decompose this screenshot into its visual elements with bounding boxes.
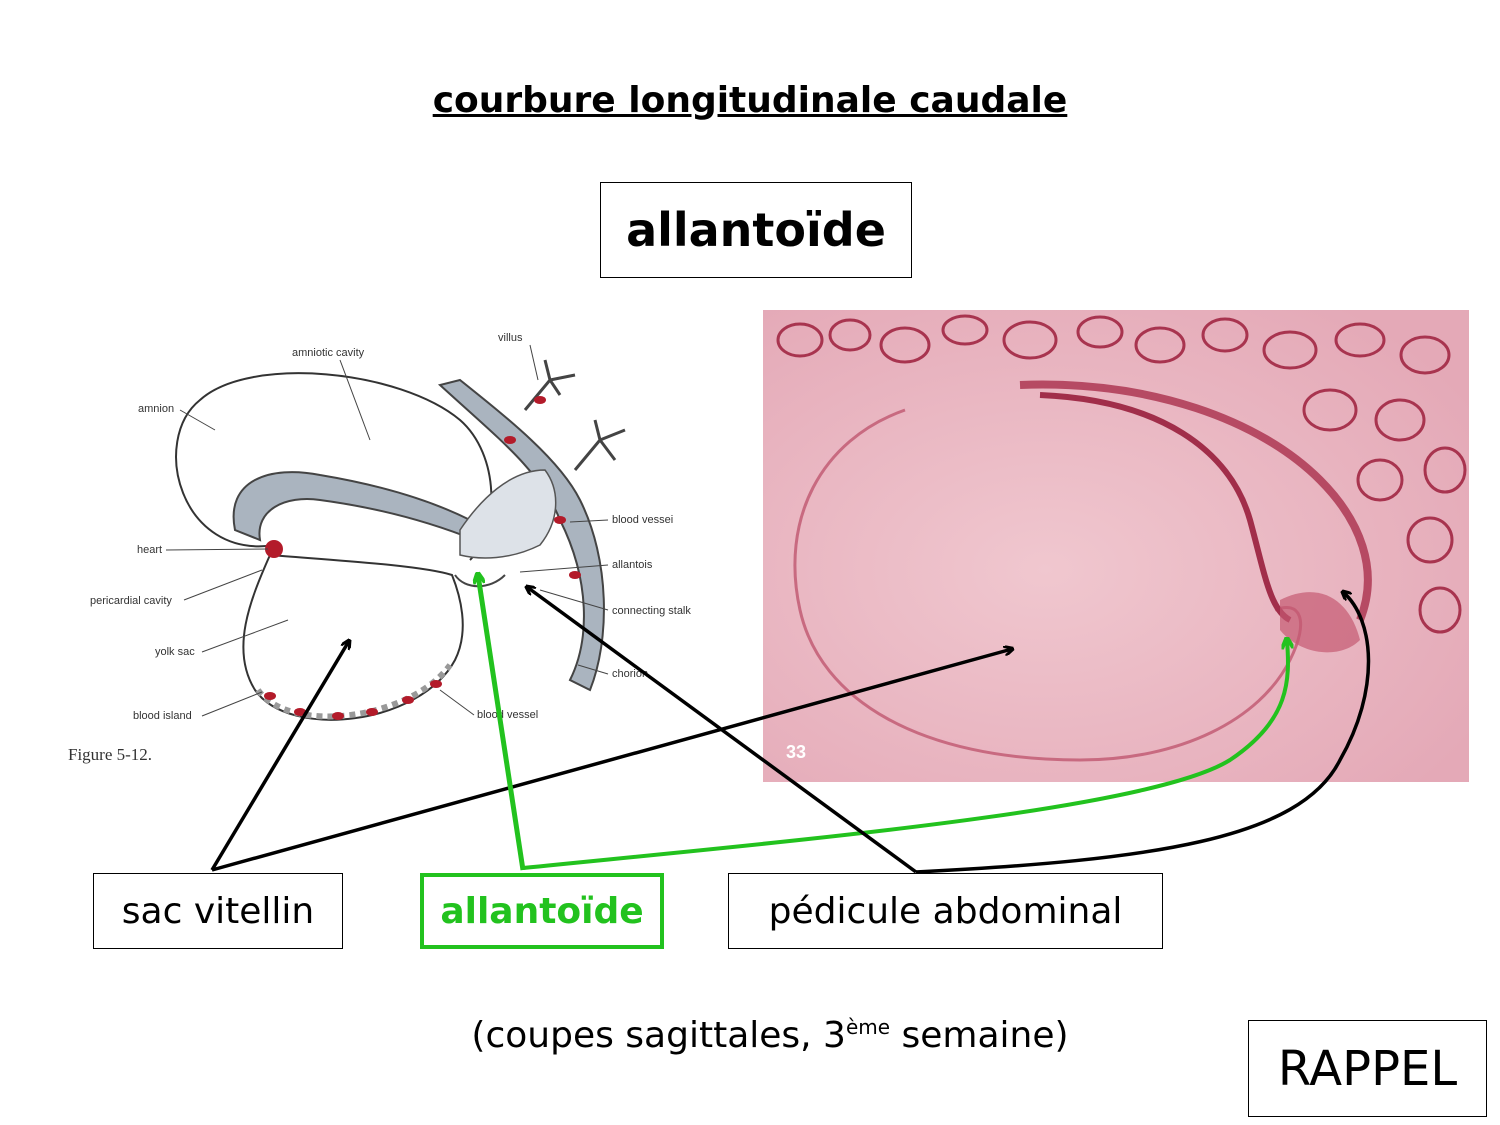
caption-superscript: ème: [845, 1015, 891, 1039]
stalk-tissue: [1280, 592, 1360, 653]
villus-vessel: [504, 436, 516, 444]
yolk-sac: [242, 553, 464, 721]
label-blood-vessel-lower: blood vessel: [477, 709, 538, 721]
villi-sections: [776, 314, 1467, 634]
chorionic-plate: [1019, 380, 1372, 622]
label-heart: heart: [137, 544, 162, 556]
arrow-allantoide-drawing: [478, 575, 526, 871]
rappel-badge: RAPPEL: [1248, 1020, 1487, 1117]
callout-arrows: [210, 575, 1371, 874]
arrow-allantoide-micrograph: [522, 640, 1288, 870]
caption-suffix: semaine): [890, 1015, 1069, 1056]
label-amnion: amnion: [138, 403, 174, 415]
label-blood-island: blood island: [133, 710, 192, 722]
cavity-outline: [793, 408, 1303, 762]
arrow-pedicule-drawing: [527, 587, 918, 874]
slide-title: courbure longitudinale caudale: [432, 80, 1068, 121]
blood-island: [294, 708, 306, 716]
leader-lines: [165, 344, 609, 717]
villus-vessel: [569, 571, 581, 579]
villus-upper: [523, 359, 576, 411]
villus-vessel: [554, 516, 566, 524]
embryo-schematic: amniotic cavity amnion villus heart peri…: [68, 332, 691, 764]
label-blood-vessel-upper: blood vessei: [612, 514, 673, 526]
label-amniotic-cavity: amniotic cavity: [292, 347, 365, 359]
label-pericardial-cavity: pericardial cavity: [90, 595, 172, 607]
label-villus: villus: [498, 332, 523, 344]
callout-allantoide: allantoïde: [420, 873, 664, 949]
callout-pedicule-text: pédicule abdominal: [768, 890, 1123, 932]
callout-sac-vitellin-text: sac vitellin: [121, 890, 315, 932]
callout-sac-vitellin: sac vitellin: [93, 873, 343, 949]
villus-lower: [573, 419, 626, 471]
caption-prefix: (coupes sagittales, 3: [471, 1015, 846, 1056]
label-allantois: allantois: [612, 559, 653, 571]
embryonic-disc-section: [1039, 392, 1292, 623]
amnion-outline: [175, 372, 493, 561]
blood-island: [402, 696, 414, 704]
arrow-sac-drawing: [210, 641, 349, 871]
connecting-stalk: [459, 469, 557, 559]
main-label-box: allantoïde: [600, 182, 912, 278]
heart-shape: [265, 540, 283, 558]
rappel-text: RAPPEL: [1277, 1040, 1458, 1097]
label-connecting-stalk: connecting stalk: [612, 605, 691, 617]
blood-island: [264, 692, 276, 700]
histology-micrograph: 33: [763, 310, 1469, 782]
arrow-pedicule-micrograph: [915, 592, 1371, 874]
callout-allantoide-text: allantoïde: [440, 890, 644, 932]
label-yolk-sac: yolk sac: [155, 646, 195, 658]
arrow-sac-micrograph: [211, 649, 1012, 872]
blood-island: [366, 708, 378, 716]
micrograph-number: 33: [786, 742, 806, 762]
villus-vessel: [534, 396, 546, 404]
callout-pedicule-abdominal: pédicule abdominal: [728, 873, 1163, 949]
figure-caption: Figure 5-12.: [68, 745, 152, 764]
sections-caption: (coupes sagittales, 3ème semaine): [0, 1015, 1500, 1056]
main-label-text: allantoïde: [626, 203, 886, 257]
blood-island: [332, 712, 344, 720]
blood-island: [430, 680, 442, 688]
